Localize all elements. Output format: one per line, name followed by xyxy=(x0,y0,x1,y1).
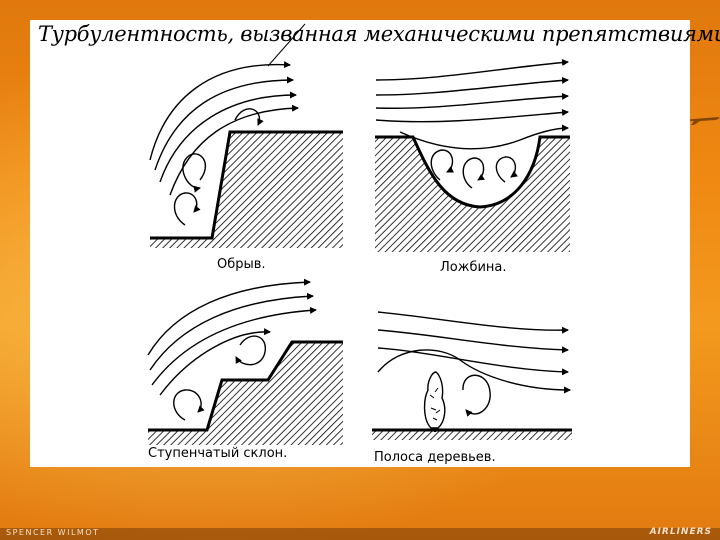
caption-cliff: Обрыв. xyxy=(217,257,266,272)
cliff-terrain xyxy=(150,132,343,248)
tree-belt-airflow-lines xyxy=(378,312,570,390)
tree-icon xyxy=(425,372,445,432)
caption-hollow: Ложбина. xyxy=(440,260,507,275)
hollow-eddies xyxy=(431,150,515,188)
photographer-credit: SPENCER WILMOT xyxy=(6,528,100,537)
tree-belt-eddy xyxy=(463,375,490,414)
site-watermark: AIRLINERS xyxy=(650,527,712,537)
photo-credit-bar xyxy=(0,528,720,540)
stepped-slope-illustration xyxy=(148,282,343,445)
caption-tree-belt: Полоса деревьев. xyxy=(374,450,496,465)
hollow-terrain xyxy=(375,137,570,252)
tree-belt-illustration xyxy=(372,312,572,440)
cliff-illustration xyxy=(150,65,343,248)
title-pointer-line xyxy=(268,24,305,66)
caption-stepped-slope: Ступенчатый склон. xyxy=(148,446,287,461)
hollow-illustration xyxy=(375,62,570,252)
